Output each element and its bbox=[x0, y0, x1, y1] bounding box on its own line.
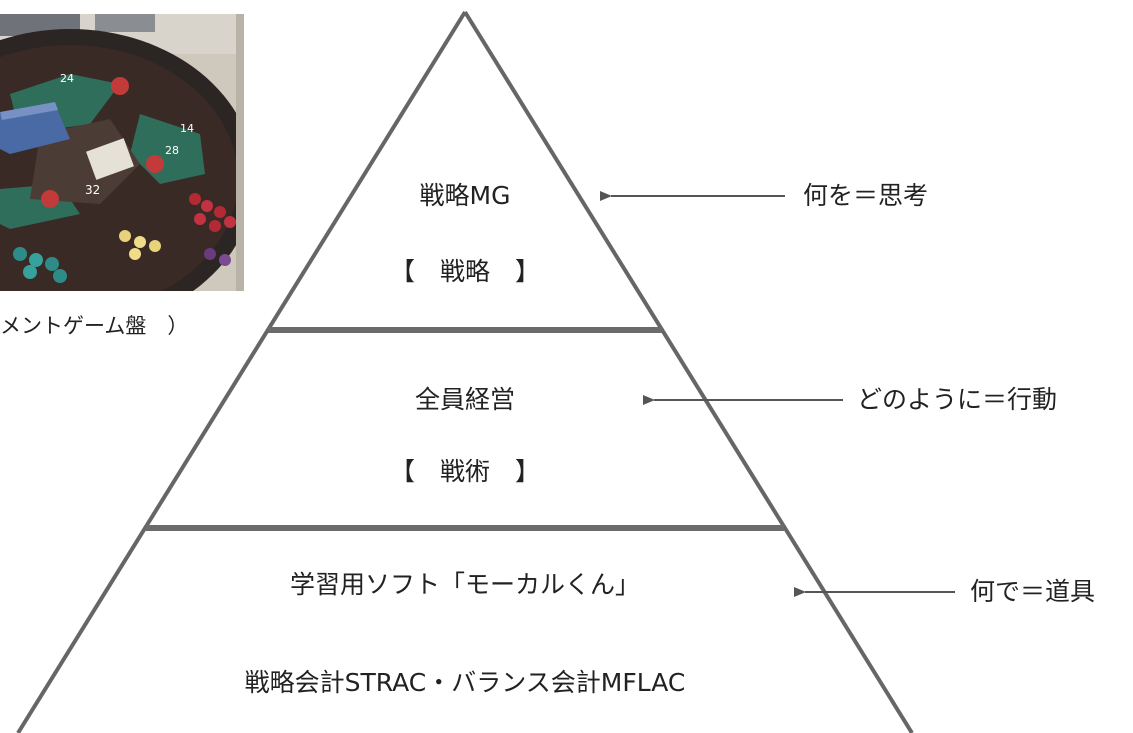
level-1-subtitle: 【 戦略 】 bbox=[389, 257, 541, 286]
level-2-arrow-label: どのように＝行動 bbox=[857, 385, 1058, 414]
pyramid-left-edge bbox=[16, 10, 467, 733]
game-board-photo: 24 14 28 32 bbox=[0, 14, 244, 291]
level-1-arrow-label: 何を＝思考 bbox=[803, 181, 929, 210]
photo-caption: メントゲーム盤 ） bbox=[0, 314, 189, 338]
level-3-title: 学習用ソフト「モーカルくん」 bbox=[289, 570, 641, 599]
board-number: 14 bbox=[180, 122, 194, 135]
level-3-arrow-label: 何で＝道具 bbox=[970, 577, 1096, 606]
board-number: 28 bbox=[165, 144, 179, 157]
pyramid-right-edge bbox=[463, 10, 914, 733]
level-1-title: 戦略MG bbox=[419, 181, 511, 210]
level-2-subtitle: 【 戦術 】 bbox=[389, 457, 541, 486]
board-number: 24 bbox=[60, 72, 74, 85]
level-2-title: 全員経営 bbox=[414, 385, 516, 414]
board-number: 32 bbox=[85, 183, 100, 197]
level-3-subtitle: 戦略会計STRAC・バランス会計MFLAC bbox=[244, 668, 686, 697]
